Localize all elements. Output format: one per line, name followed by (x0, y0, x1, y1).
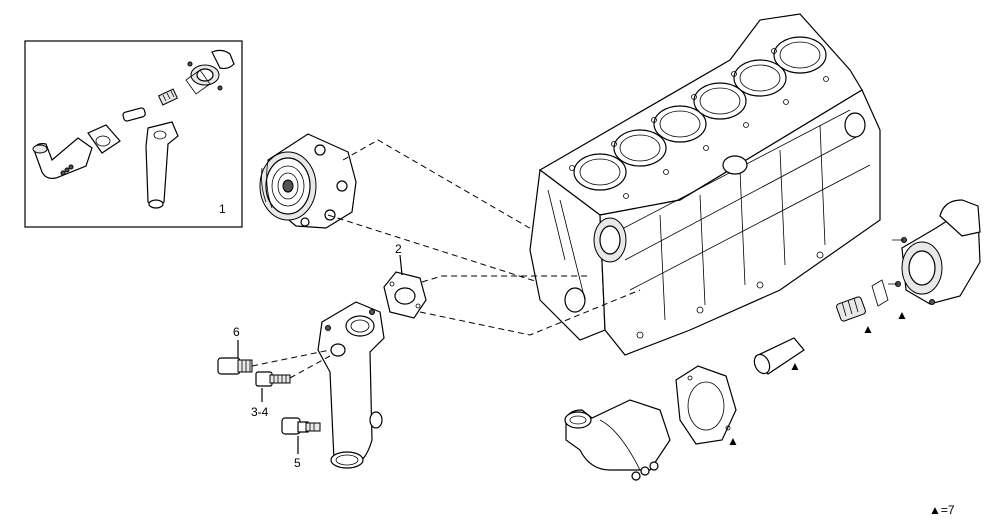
kit-gasket (87, 124, 121, 154)
kit-pin (122, 107, 146, 122)
gasket-mount-leader-2 (419, 289, 641, 336)
gasket-mount-leader (421, 275, 590, 283)
legend: ▲=7 (929, 503, 955, 517)
water-pump (259, 133, 357, 229)
thermostat-housing (888, 199, 981, 305)
kit-nuts (60, 164, 74, 176)
marker-thermostat: ▲ (862, 322, 874, 336)
head-bolt-holes (569, 48, 829, 199)
coolant-inlet-pipe (317, 301, 385, 469)
marker-outlet-gasket: ▲ (727, 434, 739, 448)
thermostat (836, 296, 866, 322)
kit-inlet-pipe (145, 121, 179, 209)
outlet-elbow (564, 399, 671, 471)
bolt-3-4 (255, 371, 291, 387)
legend-symbol: ▲ (929, 503, 941, 517)
callout-kit: 1 (219, 202, 226, 216)
kit-housing-elbow (187, 49, 235, 91)
callout-plug: 6 (233, 325, 240, 339)
marker-seal: ▲ (896, 308, 908, 322)
leader-gasket (399, 254, 403, 276)
kit-inset-box: 1 (24, 40, 243, 228)
kit-thermostat (157, 88, 179, 106)
plug-6 (217, 357, 253, 375)
cylinder-bores (573, 36, 827, 191)
callout-bolt: 3-4 (251, 405, 269, 419)
kit-elbow-outlet (32, 137, 93, 179)
thermostat-seal (871, 279, 889, 307)
marker-sleeve: ▲ (789, 359, 801, 373)
outlet-nuts (631, 461, 659, 481)
sleeve-pin (753, 337, 805, 375)
engine-block (529, 13, 881, 356)
outlet-gasket (675, 365, 737, 445)
kit-seal-ring (185, 69, 211, 95)
callout-gasket: 2 (395, 242, 402, 256)
temperature-sensor-5 (281, 417, 321, 435)
bolt-leader (289, 355, 331, 379)
callout-sensor: 5 (294, 456, 301, 470)
legend-text: =7 (941, 503, 955, 517)
gasket-2 (383, 271, 427, 319)
plug-leader (251, 349, 331, 367)
pump-mount-leader (342, 139, 589, 263)
